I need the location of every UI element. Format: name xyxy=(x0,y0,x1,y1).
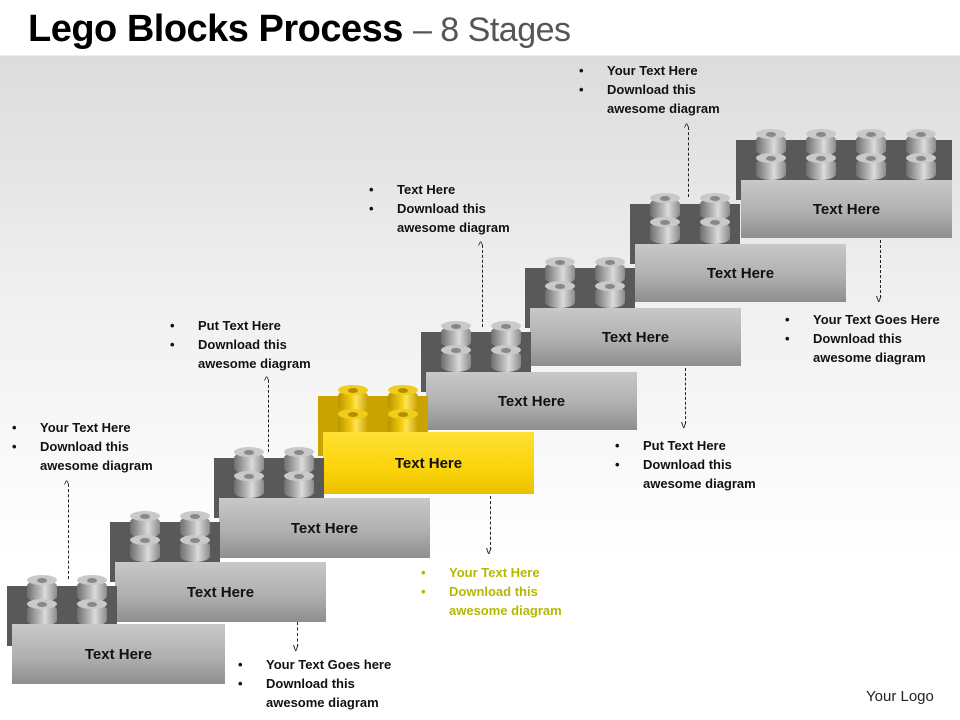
stage-block-1: Text Here xyxy=(7,574,225,686)
note-line: Put Text Here xyxy=(613,436,756,455)
note-line: Download this xyxy=(577,80,720,99)
note-line: Your Text Here xyxy=(419,563,562,582)
note-line: awesome diagram xyxy=(607,101,720,116)
stage-block-7: Text Here xyxy=(630,192,846,304)
note-stage-1: Your Text HereDownload this awesome diagr… xyxy=(10,418,153,475)
note-line: awesome diagram xyxy=(40,458,153,473)
arrow-down-stage-8: v xyxy=(876,240,882,305)
arrow-up-stage-7: ^ xyxy=(684,123,689,197)
note-line: awesome diagram xyxy=(397,220,510,235)
note-stage-4: Your Text HereDownload this awesome diagr… xyxy=(419,563,562,620)
stage-label: Text Here xyxy=(635,244,846,302)
note-line: Download this xyxy=(783,329,940,348)
note-line: Download this xyxy=(613,455,756,474)
stage-block-4-highlighted: Text Here xyxy=(318,384,534,496)
note-line: Text Here xyxy=(367,180,510,199)
stage-block-3: Text Here xyxy=(214,446,430,558)
note-stage-3: Put Text HereDownload this awesome diagra… xyxy=(168,316,311,373)
note-line: Download this xyxy=(419,582,562,601)
arrow-down-stage-2: v xyxy=(293,622,299,654)
note-line: awesome diagram xyxy=(198,356,311,371)
stage-label: Text Here xyxy=(530,308,741,366)
stage-label: Text Here xyxy=(219,498,430,558)
note-line: awesome diagram xyxy=(813,350,926,365)
arrow-up-stage-1: ^ xyxy=(64,480,69,579)
arrow-down-stage-4: v xyxy=(486,496,492,557)
note-stage-6: Put Text HereDownload this awesome diagra… xyxy=(613,436,756,493)
note-stage-5: Text HereDownload this awesome diagram xyxy=(367,180,510,237)
note-stage-2: Your Text Goes hereDownload this awesome … xyxy=(236,655,391,712)
note-line: Your Text Goes here xyxy=(236,655,391,674)
stage-block-8: Text Here xyxy=(736,128,952,240)
note-line: Your Text Here xyxy=(10,418,153,437)
arrow-up-stage-5: ^ xyxy=(478,241,483,327)
title-sub: – 8 Stages xyxy=(412,11,571,49)
note-line: Your Text Here xyxy=(577,61,720,80)
note-line: awesome diagram xyxy=(449,603,562,618)
stage-label: Text Here xyxy=(12,624,225,684)
note-line: Download this xyxy=(168,335,311,354)
stage-label: Text Here xyxy=(115,562,326,622)
stage-label: Text Here xyxy=(323,432,534,494)
note-stage-8: Your Text Goes HereDownload this awesome … xyxy=(783,310,940,367)
stage-block-5: Text Here xyxy=(421,320,637,432)
note-stage-7: Your Text HereDownload this awesome diagr… xyxy=(577,61,720,118)
note-line: Your Text Goes Here xyxy=(783,310,940,329)
stage-block-2: Text Here xyxy=(110,510,326,622)
stage-block-6: Text Here xyxy=(525,256,741,368)
arrow-down-stage-6: v xyxy=(681,368,687,431)
logo-placeholder: Your Logo xyxy=(866,688,934,705)
title-main: Lego Blocks Process xyxy=(28,8,403,50)
stage-label: Text Here xyxy=(741,180,952,238)
arrow-up-stage-3: ^ xyxy=(264,376,269,452)
note-line: Download this xyxy=(236,674,391,693)
note-line: Put Text Here xyxy=(168,316,311,335)
note-line: Download this xyxy=(10,437,153,456)
page-title: Lego Blocks Process – 8 Stages xyxy=(28,8,571,51)
stage-label: Text Here xyxy=(426,372,637,430)
note-line: awesome diagram xyxy=(643,476,756,491)
note-line: Download this xyxy=(367,199,510,218)
note-line: awesome diagram xyxy=(266,695,379,710)
